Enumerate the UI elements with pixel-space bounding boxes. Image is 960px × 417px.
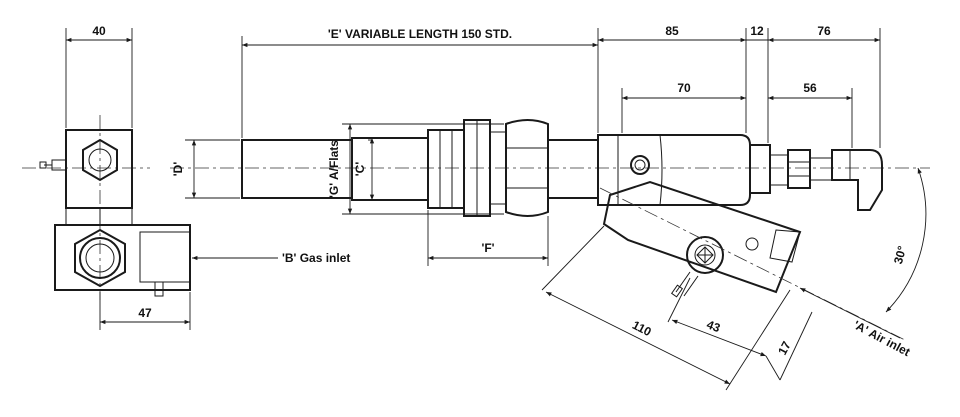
dimension-40: 40	[65, 24, 133, 128]
side-view	[170, 119, 930, 298]
angle-30-label: 30°	[891, 244, 909, 265]
dimension-d: 'D'	[171, 139, 240, 199]
dimension-angled: 110 43 17	[541, 225, 813, 391]
dimension-g: 'G' A/Flats	[327, 123, 504, 215]
dimension-c-label: 'C'	[353, 162, 367, 177]
air-inlet-label: 'A' Air inlet	[851, 318, 912, 359]
dimension-40-label: 40	[92, 24, 106, 38]
dimension-e-label: 'E' VARIABLE LENGTH 150 STD.	[328, 27, 512, 41]
dimension-47-label: 47	[138, 306, 152, 320]
gas-inlet-label: 'B' Gas inlet	[282, 251, 350, 265]
dimension-43-label: 43	[705, 317, 723, 335]
dimension-c: 'C'	[353, 138, 375, 200]
dimension-12-label: 12	[750, 24, 764, 38]
dimension-76-label: 76	[817, 24, 831, 38]
end-view	[22, 115, 191, 300]
dimension-47: 47	[99, 292, 191, 330]
angle-30-dimension: 30°	[885, 167, 927, 313]
dimension-17-label: 17	[775, 339, 794, 358]
dimension-g-label: 'G' A/Flats	[327, 140, 341, 198]
dimension-f-label: 'F'	[481, 241, 494, 255]
dimension-f: 'F'	[427, 210, 549, 266]
dimension-d-label: 'D'	[171, 162, 185, 177]
dimension-56-label: 56	[803, 81, 817, 95]
dimension-70-label: 70	[677, 81, 691, 95]
dimension-middle-right: 70 56	[621, 81, 853, 148]
dimension-top-right: 85 12 76	[598, 24, 881, 148]
gas-inlet-leader: 'B' Gas inlet	[192, 251, 350, 265]
dimension-85-label: 85	[665, 24, 679, 38]
dimension-e-length: 'E' VARIABLE LENGTH 150 STD.	[241, 27, 599, 138]
